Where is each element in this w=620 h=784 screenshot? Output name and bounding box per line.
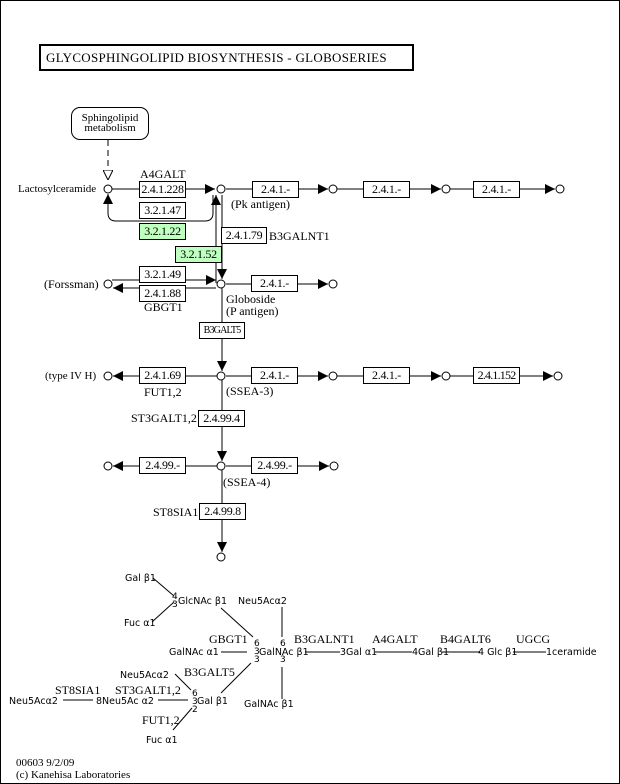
gene-fut12: FUT1,2 bbox=[144, 385, 182, 399]
glycan-galnac-b1-bottom: GalNAc β1 bbox=[244, 699, 294, 710]
enzyme-2-4-1-r1c[interactable]: 2.4.1.- bbox=[473, 181, 520, 198]
enzyme-b3galt5[interactable]: B3GALT5 bbox=[199, 322, 245, 339]
glycan-bonds bbox=[63, 577, 546, 731]
enzyme-3-2-1-52[interactable]: 3.2.1.52 bbox=[175, 246, 222, 263]
compound-ssea4-right[interactable] bbox=[329, 461, 339, 471]
glycan-center-pos3a: 3 bbox=[254, 647, 260, 657]
glycan-gal-b1-4: 4Gal β1 bbox=[412, 647, 449, 658]
compound-ssea4[interactable] bbox=[216, 461, 226, 471]
glycan-neu5ac-mid: Neu5Acα2 bbox=[120, 670, 169, 681]
enzyme-2-4-1-79[interactable]: 2.4.1.79 bbox=[221, 227, 267, 244]
compound-lactosylceramide[interactable] bbox=[103, 184, 113, 194]
map-link-line1: Sphingolipid bbox=[81, 112, 139, 124]
enzyme-2-4-99-4[interactable]: 2.4.99.4 bbox=[198, 410, 245, 427]
gene-st8sia1: ST8SIA1 bbox=[153, 505, 199, 519]
enzyme-2-4-1-228[interactable]: 2.4.1.228 bbox=[139, 181, 186, 198]
enzyme-2-4-99-8[interactable]: 2.4.99.8 bbox=[199, 503, 246, 520]
enzyme-2-4-99-left[interactable]: 2.4.99.- bbox=[139, 457, 186, 474]
glycan-fuc-a1-bottom: Fuc α1 bbox=[146, 735, 178, 746]
glycan-gene-ugcg: UGCG bbox=[516, 632, 551, 646]
glycan-galnac-center: GalNAc β1 bbox=[259, 647, 309, 658]
enzyme-2-4-1-152[interactable]: 2.4.1.152 bbox=[473, 367, 520, 384]
gene-b3galnt1: B3GALNT1 bbox=[269, 229, 330, 243]
footer-map-id-date: 00603 9/2/09 bbox=[16, 757, 75, 769]
glycan-ceramide: 1ceramide bbox=[546, 647, 597, 658]
compound-r3c[interactable] bbox=[553, 371, 563, 381]
glycan-gene-st8sia1: ST8SIA1 bbox=[55, 683, 101, 697]
enzyme-2-4-99-right[interactable]: 2.4.99.- bbox=[251, 457, 298, 474]
glycan-center-pos3b: 3 bbox=[254, 655, 260, 665]
compound-r3b[interactable] bbox=[441, 371, 451, 381]
glycan-gal-b1-lower: Gal β1 bbox=[197, 696, 228, 707]
enzyme-2-4-1-r1a[interactable]: 2.4.1.- bbox=[252, 181, 299, 198]
enzyme-2-4-1-r3b[interactable]: 2.4.1.- bbox=[363, 367, 410, 384]
label-ssea4[interactable]: (SSEA-4) bbox=[223, 475, 271, 489]
compound-ssea3[interactable] bbox=[216, 371, 226, 381]
glycan-gene-b4galt6: B4GALT6 bbox=[440, 632, 491, 646]
glycan-gene-st3galt12: ST3GALT1,2 bbox=[115, 683, 181, 697]
glycan-gene-a4galt: A4GALT bbox=[372, 632, 418, 646]
glycan-gene-b3galt5: B3GALT5 bbox=[184, 665, 235, 679]
compound-pk-antigen[interactable] bbox=[216, 184, 226, 194]
pathway-title: GLYCOSPHINGOLIPID BIOSYNTHESIS - GLOBOSE… bbox=[39, 44, 414, 71]
glycan-gene-fut12: FUT1,2 bbox=[142, 713, 180, 727]
glycan-glcnac-b1: GlcNAc β1 bbox=[178, 596, 228, 607]
glycan-glcnac-pos4: 4 bbox=[172, 592, 178, 602]
enzyme-3-2-1-22[interactable]: 3.2.1.22 bbox=[139, 223, 186, 240]
glycan-gal-pos2: 2 bbox=[192, 705, 198, 715]
glycan-center-pos6b: 6 bbox=[280, 639, 286, 649]
glycan-gene-b3galnt1: B3GALNT1 bbox=[294, 632, 355, 646]
label-pk-antigen[interactable]: (Pk antigen) bbox=[231, 197, 290, 211]
compound-forssman[interactable] bbox=[103, 279, 113, 289]
label-ssea3[interactable]: (SSEA-3) bbox=[226, 384, 274, 398]
compound-bottom[interactable] bbox=[216, 552, 226, 562]
enzyme-3-2-1-47[interactable]: 3.2.1.47 bbox=[139, 202, 186, 219]
compound-type-iv-h[interactable] bbox=[103, 371, 113, 381]
enzyme-2-4-1-88[interactable]: 2.4.1.88 bbox=[139, 285, 186, 302]
label-type-iv-h[interactable]: (type IV H) bbox=[45, 370, 97, 382]
glycan-gene-gbgt1: GBGT1 bbox=[209, 632, 248, 646]
compound-globoside[interactable] bbox=[216, 279, 226, 289]
glycan-fuc-a1-top: Fuc α1 bbox=[124, 618, 156, 629]
enzyme-2-4-1-r1b[interactable]: 2.4.1.- bbox=[363, 181, 410, 198]
enzyme-2-4-1-r2[interactable]: 2.4.1.- bbox=[251, 275, 298, 292]
compound-ssea4-left[interactable] bbox=[103, 461, 113, 471]
gene-a4galt: A4GALT bbox=[140, 167, 186, 181]
compound-r1b[interactable] bbox=[441, 184, 451, 194]
glycan-center-pos3c: 3 bbox=[280, 655, 286, 665]
edge-pk-lac-reverse bbox=[103, 194, 214, 222]
glycan-neu5ac-top: Neu5Acα2 bbox=[238, 596, 287, 607]
compound-r1c[interactable] bbox=[555, 184, 565, 194]
glycan-galnac-a1: GalNAc α1 bbox=[169, 647, 219, 658]
compound-r2[interactable] bbox=[328, 279, 338, 289]
label-p-antigen[interactable]: (P antigen) bbox=[226, 304, 279, 318]
glycan-glc-b1: 4 Glc β1 bbox=[478, 647, 518, 658]
enzyme-2-4-1-r3a[interactable]: 2.4.1.- bbox=[251, 367, 298, 384]
gene-st3galt12: ST3GALT1,2 bbox=[131, 411, 197, 425]
map-link-sphingolipid-metabolism[interactable]: Sphingolipid metabolism bbox=[71, 107, 149, 140]
label-forssman[interactable]: (Forssman) bbox=[44, 277, 99, 291]
enzyme-2-4-1-69[interactable]: 2.4.1.69 bbox=[139, 367, 186, 384]
compound-r3a[interactable] bbox=[328, 371, 338, 381]
map-link-line2: metabolism bbox=[84, 122, 136, 134]
glycan-gal-pos6: 6 bbox=[192, 689, 198, 699]
glycan-center-pos6a: 6 bbox=[254, 639, 260, 649]
glycan-gal-b1: Gal β1 bbox=[125, 573, 156, 584]
glycan-glcnac-pos3: 3 bbox=[172, 600, 178, 610]
compound-r1a[interactable] bbox=[328, 184, 338, 194]
gene-gbgt1: GBGT1 bbox=[144, 300, 183, 314]
label-lactosylceramide[interactable]: Lactosylceramide bbox=[18, 183, 97, 195]
label-globoside[interactable]: Globoside bbox=[226, 292, 276, 306]
enzyme-3-2-1-49[interactable]: 3.2.1.49 bbox=[139, 266, 186, 283]
footer-copyright: (c) Kanehisa Laboratories bbox=[16, 769, 131, 781]
glycan-gal-pos3: 3 bbox=[192, 697, 198, 707]
glycan-neu5ac-left: Neu5Acα2 bbox=[9, 696, 58, 707]
glycan-gal-a1: 3Gal α1 bbox=[340, 647, 378, 658]
glycan-neu5ac-8: 8Neu5Ac α2 bbox=[96, 696, 154, 707]
